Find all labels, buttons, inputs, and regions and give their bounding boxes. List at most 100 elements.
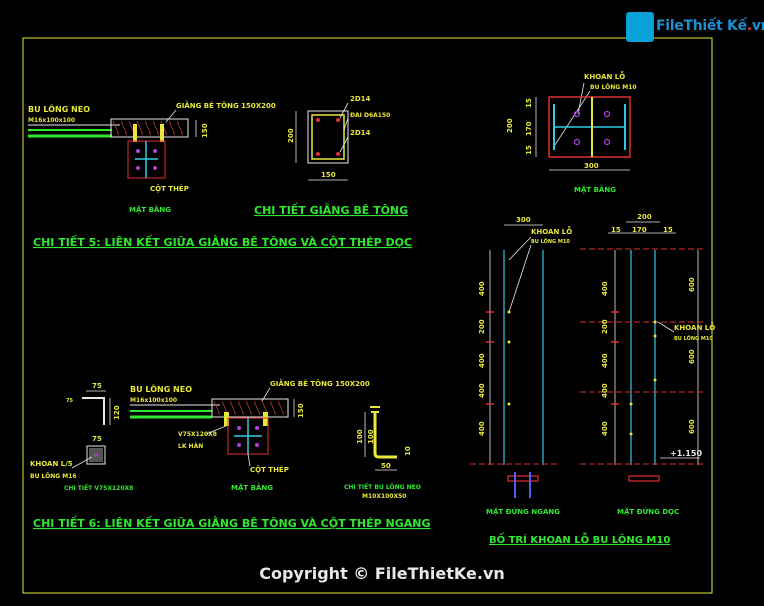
plate-dim-15a: 15 xyxy=(525,98,533,108)
detail6-anchor-dim-100a: 100 xyxy=(356,429,364,444)
detail6-anchor-bolt xyxy=(373,412,397,459)
elev-v-dim-right-3: 600 xyxy=(688,419,696,434)
elev-v-dim-left-4: 400 xyxy=(601,383,609,398)
elev-h-dim-5: 400 xyxy=(478,421,486,436)
detail5-hole-3 xyxy=(136,166,140,170)
beam-stirrup-leader xyxy=(343,117,349,131)
elev-h-dim-2: 200 xyxy=(478,319,486,334)
elev-h-dim-top: 300 xyxy=(516,216,531,224)
plate-bolt-label: BU LÔNG M10 xyxy=(590,84,637,91)
beam-bar-br xyxy=(336,152,340,156)
elev-h-base-plate xyxy=(507,475,539,482)
elev-v-dim-left-5: 400 xyxy=(601,421,609,436)
beam-dim-width: 150 xyxy=(321,171,336,179)
detail6-anchor-spec: M10X100X50 xyxy=(362,493,406,500)
drawing-frame xyxy=(22,37,713,594)
brand-logo-icon xyxy=(626,12,654,42)
elev-v-bolt-5 xyxy=(629,432,633,436)
beam-bar-tr xyxy=(336,118,340,122)
detail5-bolt-left xyxy=(133,124,137,142)
detail6-plan-label: MẶT BẰNG xyxy=(231,482,273,492)
elev-h-leader-2 xyxy=(508,244,532,313)
plate-hole-1 xyxy=(573,110,581,118)
detail6-angle-dim-75c: 75 xyxy=(66,398,73,404)
elev-v-bolt-3 xyxy=(653,378,657,382)
beam-bottom-leader xyxy=(339,136,349,153)
elev-h-dim-3: 400 xyxy=(478,353,486,368)
elev-h-leader-1 xyxy=(508,236,532,261)
detail5-beam-leader xyxy=(165,109,177,123)
detail6-bolt-label: BU LÔNG M16 xyxy=(30,473,77,480)
detail6-anchor-head xyxy=(370,406,380,413)
detail6-angle-plan xyxy=(86,445,106,465)
elev-v-bolt-2 xyxy=(653,334,657,338)
beam-bar-bl xyxy=(316,152,320,156)
elev-v-dim-right-2: 600 xyxy=(688,349,696,364)
detail6-beam-hatch xyxy=(213,400,285,416)
detail5-beam-hatch xyxy=(112,120,184,136)
detail5-plan-label: MẶT BẰNG xyxy=(129,204,171,214)
copyright-text: Copyright © FileThietKe.vn xyxy=(259,564,505,583)
elev-v-drill-label: KHOAN LỖ xyxy=(674,322,715,332)
beam-top-leader xyxy=(339,102,349,119)
beam-bar-tl xyxy=(316,118,320,122)
beam-dim-height: 200 xyxy=(287,128,295,143)
detail6-angle-leader xyxy=(205,425,227,435)
brand-tld: vn xyxy=(751,18,764,34)
plate-leader-2 xyxy=(552,90,591,149)
detail5-title: CHI TIẾT 5: LIÊN KẾT GIỮA GIẰNG BÊ TÔNG … xyxy=(33,234,412,249)
elevation-h-group: 300 KHOAN LỖ BU LÔNG M10 400 200 400 400… xyxy=(470,216,572,516)
detail5-hole-1 xyxy=(136,149,140,153)
plate-leader-1 xyxy=(577,82,585,115)
plate-dim-300: 300 xyxy=(584,162,599,170)
elev-v-dim-15b: 15 xyxy=(663,226,673,234)
detail6-angle-left xyxy=(224,412,229,426)
elev-v-dim-top: 200 xyxy=(637,213,652,221)
detail5-beam-label: GIẰNG BÊ TÔNG 150X200 xyxy=(176,100,276,110)
detail6-dim-150: 150 xyxy=(297,403,305,418)
elev-h-bolt-2 xyxy=(507,340,511,344)
detail5-bolt-right xyxy=(160,124,164,142)
beam-bottom-bars: 2D14 xyxy=(350,129,371,137)
elev-v-dim-15a: 15 xyxy=(611,226,621,234)
elev-h-label: MẶT ĐỨNG NGANG xyxy=(486,507,560,516)
detail6-hole-3 xyxy=(237,443,241,447)
detail6-drill-label: KHOAN L/5 xyxy=(30,460,73,468)
beam-section-outer xyxy=(307,110,349,164)
elev-v-label: MẶT ĐỨNG DỌC xyxy=(617,507,679,516)
detail5-dim-150: 150 xyxy=(201,123,209,138)
detail5-column-label: CỘT THÉP xyxy=(150,184,189,193)
detail6-angle-dim-75b: 75 xyxy=(92,435,102,443)
elevation-v-group: 200 15 170 15 KHOAN LỖ BU LÔNG M10 400 2… xyxy=(580,213,715,516)
elev-v-dim-left-1: 400 xyxy=(601,281,609,296)
detail5-bolt-spec: M16x100x100 xyxy=(28,117,75,124)
plate-drill-label: KHOAN LỖ xyxy=(584,71,625,81)
brand-logo-text: FileThiết Kế.vn xyxy=(656,18,764,34)
elev-v-dim-left-2: 200 xyxy=(601,319,609,334)
elev-h-bolt-1 xyxy=(507,310,511,314)
plate-detail-group: KHOAN LỖ BU LÔNG M10 200 15 170 15 300 M… xyxy=(506,71,637,194)
layout-title: BỐ TRÍ KHOAN LỖ BU LÔNG M10 xyxy=(489,531,670,546)
detail6-beam-label: GIẰNG BÊ TÔNG 150X200 xyxy=(270,378,370,388)
plate-hole-4 xyxy=(603,138,611,146)
detail6-drill-leader xyxy=(71,456,93,469)
detail6-bolt-neo: BU LÔNG NEO xyxy=(130,383,192,394)
detail6-angle-right xyxy=(263,412,268,426)
brand-name: Thiết Kế xyxy=(683,18,747,34)
brand-file: File xyxy=(656,18,684,34)
detail6-hole-1 xyxy=(237,426,241,430)
detail5-beam xyxy=(110,118,189,138)
brand-logo[interactable]: FileThiết Kế.vn xyxy=(626,12,764,42)
brand-dot: . xyxy=(746,18,752,34)
detail6-anchor-dim-50: 50 xyxy=(381,462,391,470)
detail6-angle-hole xyxy=(94,453,98,457)
detail5-hole-4 xyxy=(153,166,157,170)
detail6-beam xyxy=(211,398,289,418)
beam-section-stirrup xyxy=(311,114,345,160)
elev-v-base-plate xyxy=(628,475,660,482)
detail6-group: 75 75 120 75 KHOAN L/5 BU LÔNG M16 CHI T… xyxy=(30,378,431,530)
beam-stirrup-label: ĐAI D6A150 xyxy=(350,112,390,119)
elev-h-drill-label: KHOAN LỖ xyxy=(531,226,572,236)
elev-v-level: +1.150 xyxy=(670,449,702,458)
elev-v-leader xyxy=(657,321,675,333)
